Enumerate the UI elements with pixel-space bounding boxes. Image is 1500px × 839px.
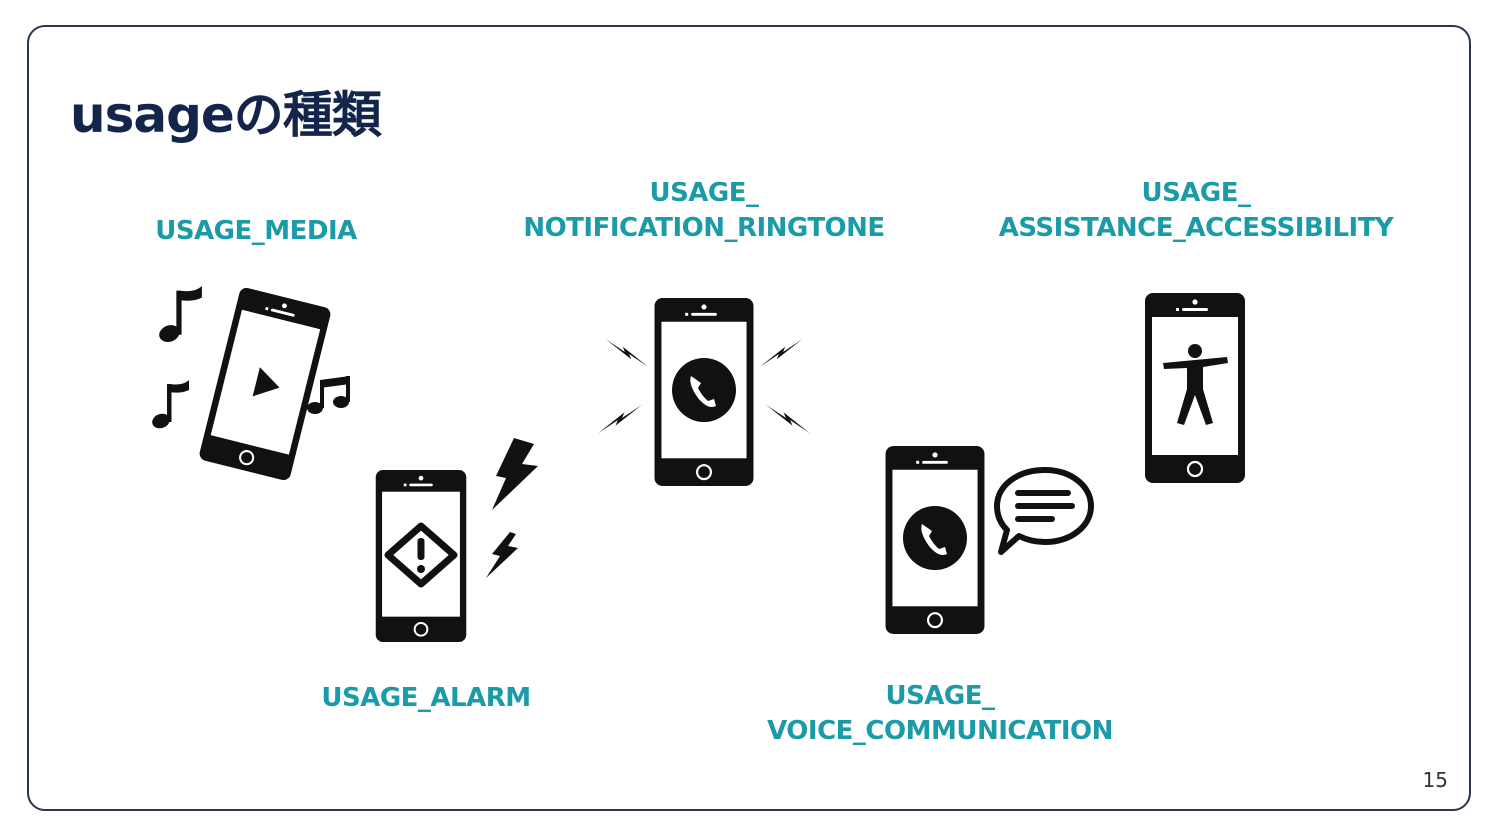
label-line: NOTIFICATION_RINGTONE [523, 213, 885, 243]
phone-accessibility-icon [1145, 293, 1245, 483]
label-line: VOICE_COMMUNICATION [767, 716, 1113, 746]
label-line: ASSISTANCE_ACCESSIBILITY [998, 213, 1394, 243]
phone-alarm-icon [374, 438, 538, 642]
label-usage-assistance-accessibility: USAGE_ ASSISTANCE_ACCESSIBILITY [980, 176, 1412, 246]
label-usage-voice-communication: USAGE_ VOICE_COMMUNICATION [744, 679, 1136, 749]
phone-ringing-icon [598, 298, 810, 486]
label-usage-alarm: USAGE_ALARM [321, 683, 531, 713]
phone-voice-chat-icon [885, 446, 1094, 634]
label-line: USAGE_ [1141, 178, 1251, 208]
label-usage-notification-ringtone: USAGE_ NOTIFICATION_RINGTONE [500, 176, 908, 246]
slide-title: usageの種類 [70, 86, 382, 144]
phone-play-music-icon [151, 286, 350, 482]
label-line: USAGE_ [885, 681, 995, 711]
page-number: 15 [1422, 768, 1448, 792]
label-usage-media: USAGE_MEDIA [155, 216, 357, 246]
label-line: USAGE_ [649, 178, 759, 208]
